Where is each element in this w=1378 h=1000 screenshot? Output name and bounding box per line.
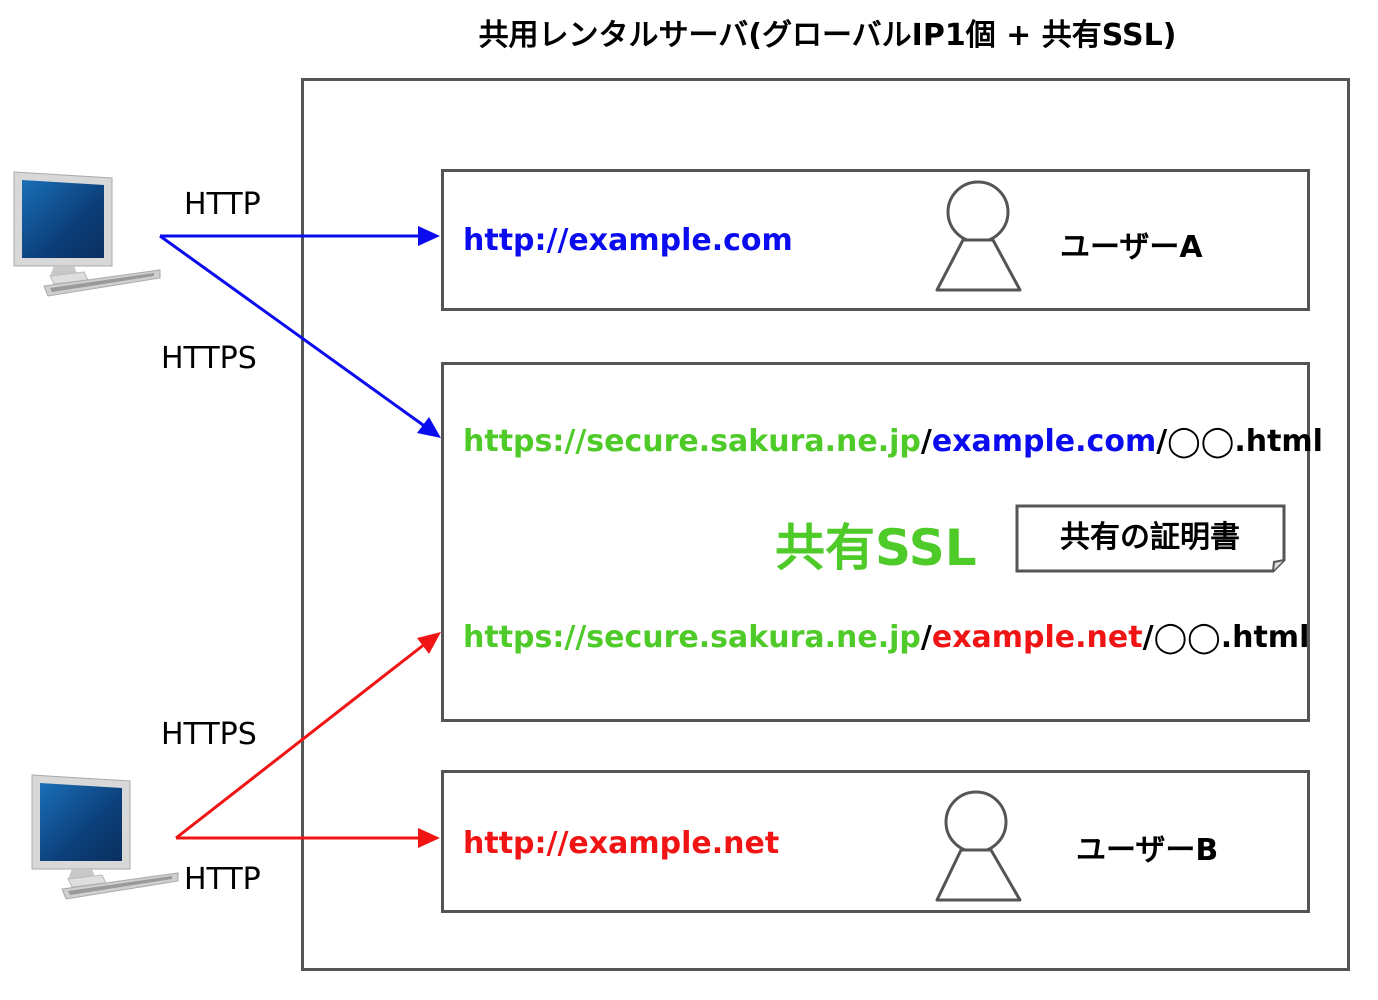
shared-ssl-label: 共有SSL (775, 519, 977, 577)
user-b-box (441, 770, 1310, 913)
ssl-file: ◯◯.html (1153, 620, 1310, 655)
shared-rental-server-box (301, 78, 1350, 971)
user-b-label: ユーザーB (1076, 833, 1219, 868)
ssl-separator: / (1156, 424, 1168, 459)
ssl-separator: / (1142, 620, 1154, 655)
desktop-computer-icon (31, 774, 179, 900)
shared-certificate-label: 共有の証明書 (1060, 520, 1240, 555)
client-b-https-label: HTTPS (161, 717, 257, 752)
ssl-domain-a: example.com (931, 424, 1157, 459)
user-a-https-arrow (159, 234, 441, 438)
diagram-title: 共用レンタルサーバ(グローバルIP1個 + 共有SSL) (478, 18, 1177, 53)
user-a-http-arrow (160, 226, 440, 246)
desktop-computer-icon (13, 171, 161, 297)
ssl-host: https://secure.sakura.ne.jp (463, 620, 921, 655)
client-a-http-label: HTTP (184, 187, 261, 222)
user-b-ssl-url: https://secure.sakura.ne.jp/example.net/… (463, 620, 1309, 655)
user-b-http-url: http://example.net (463, 826, 780, 861)
user-b-https-arrow (175, 632, 441, 840)
ssl-domain-b: example.net (931, 620, 1143, 655)
user-b-http-arrow (176, 828, 440, 848)
ssl-file: ◯◯.html (1167, 424, 1323, 459)
user-icon (935, 180, 1022, 292)
user-a-label: ユーザーA (1060, 230, 1203, 265)
user-a-http-url: http://example.com (463, 223, 793, 258)
user-a-ssl-url: https://secure.sakura.ne.jp/example.com/… (463, 424, 1323, 459)
client-b-http-label: HTTP (184, 862, 261, 897)
user-icon (935, 790, 1022, 902)
ssl-host: https://secure.sakura.ne.jp (463, 424, 921, 459)
ssl-separator: / (920, 620, 932, 655)
user-a-box (441, 169, 1310, 311)
shared-certificate-note (1015, 504, 1286, 573)
ssl-separator: / (920, 424, 932, 459)
client-a-https-label: HTTPS (161, 341, 257, 376)
